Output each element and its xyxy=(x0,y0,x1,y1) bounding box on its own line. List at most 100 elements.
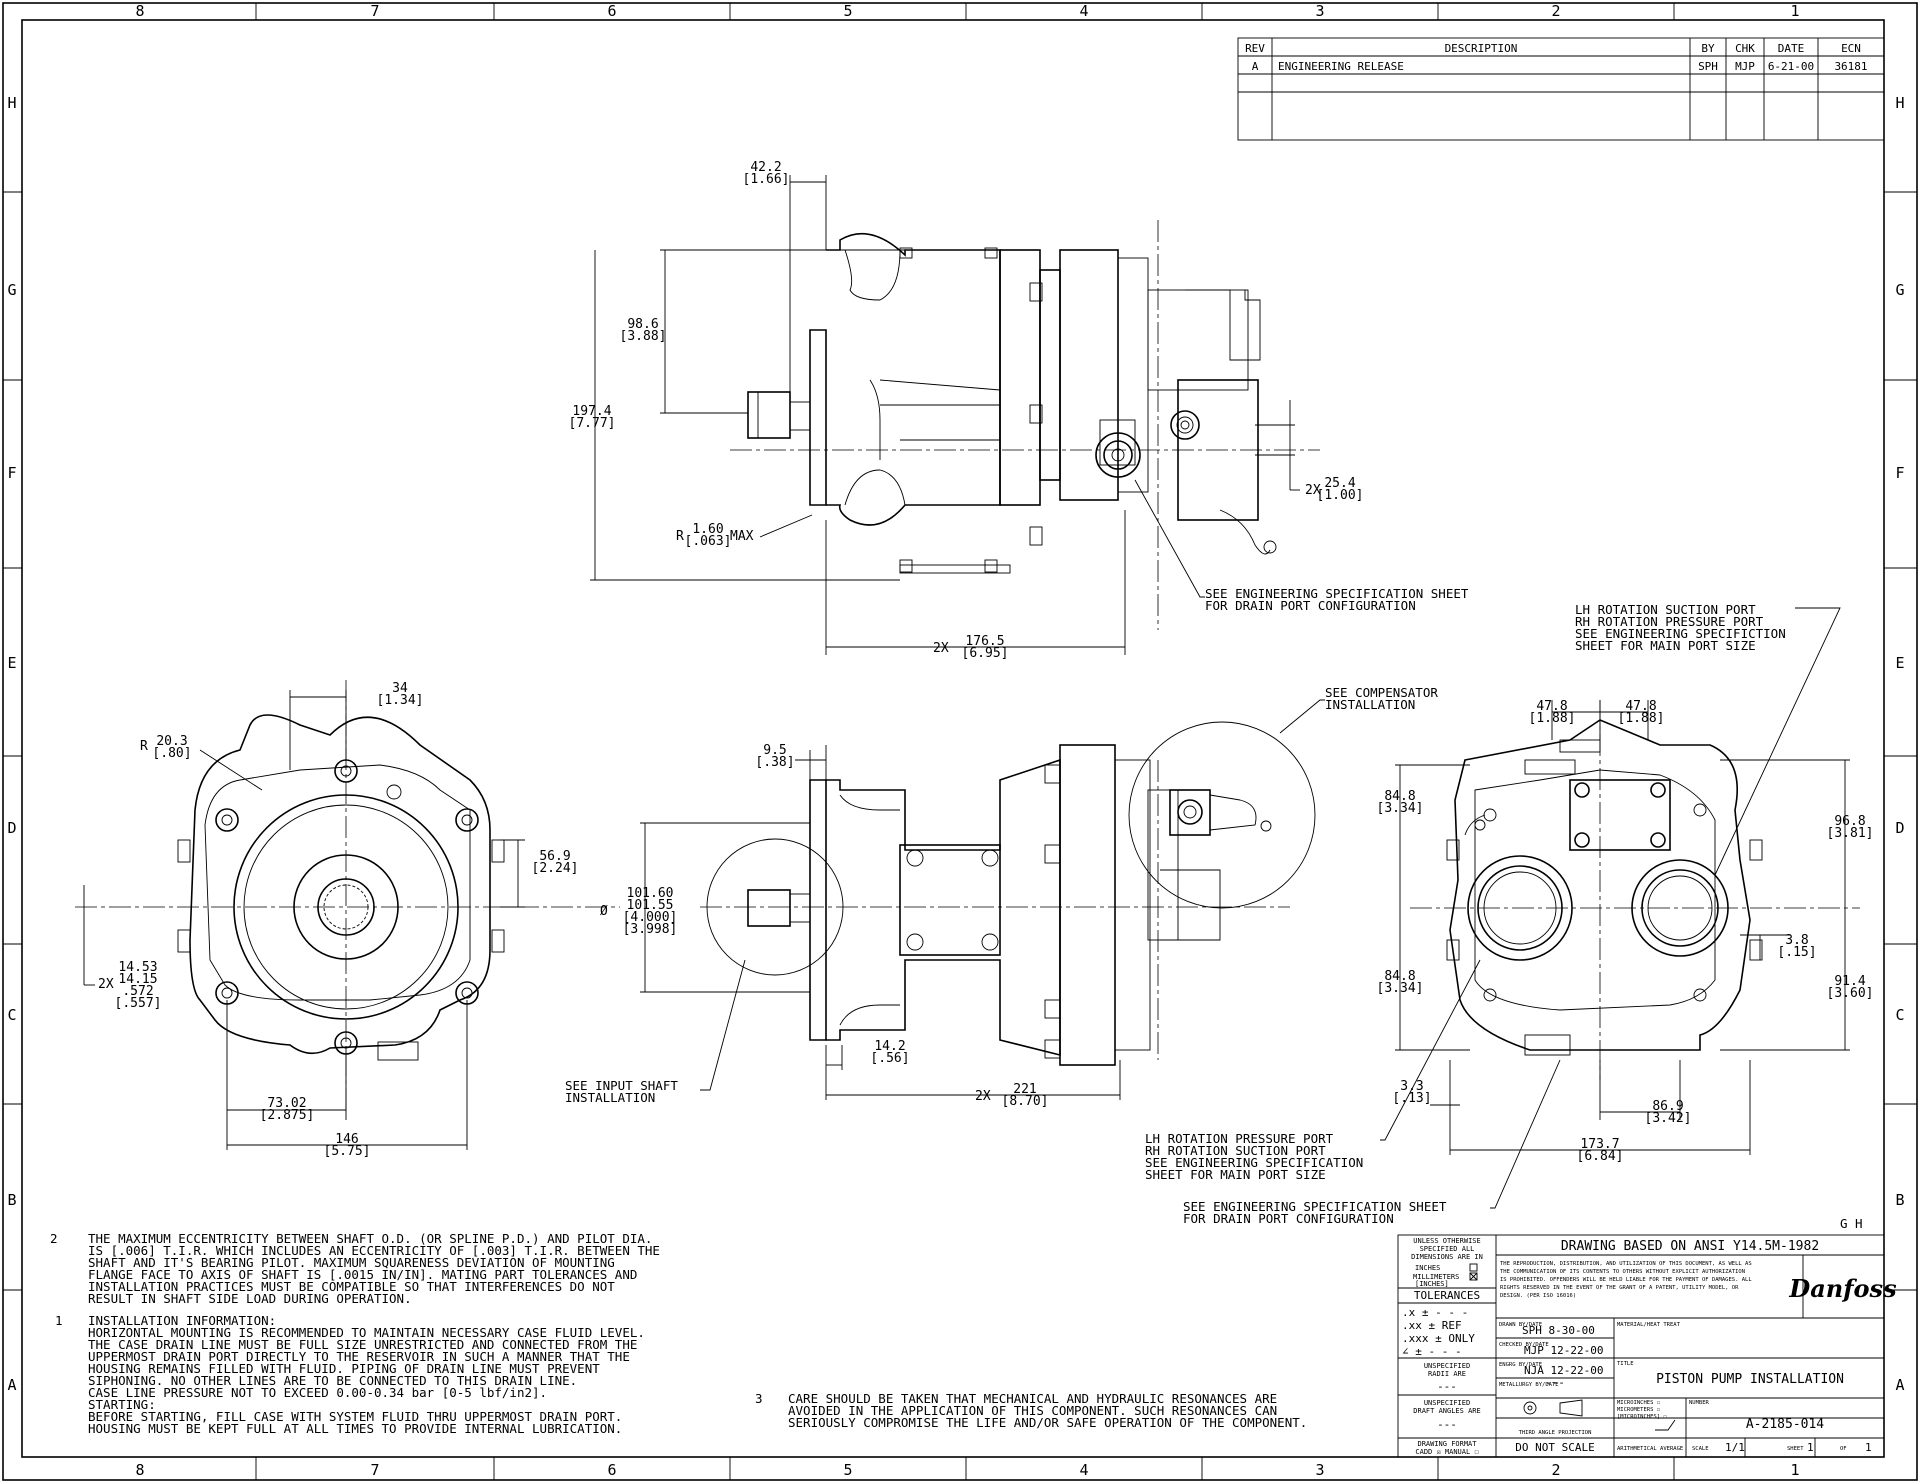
zone-row-c-left: C xyxy=(7,1006,16,1024)
tb-draft-line2: DRAFT ANGLES ARE xyxy=(1413,1407,1480,1415)
dim-r20-mm: 20.3 xyxy=(156,734,187,749)
side-view-middle-dimensions: 9.5 [.38] Ø 101.60 101.55 [4.000] [3.998… xyxy=(565,685,1438,1109)
dim-25-in: [1.00] xyxy=(1317,488,1364,503)
rear-view-right-dimensions: 47.8 [1.88] 47.8 [1.88] 84.8 [3.34] 84.8… xyxy=(1145,602,1873,1231)
pressure-callout-line1: LH ROTATION PRESSURE PORT xyxy=(1145,1131,1334,1146)
dim-25-prefix: 2X xyxy=(1305,483,1321,498)
tb-millimeters: MILLIMETERS xyxy=(1413,1273,1459,1281)
side-view-top xyxy=(730,220,1320,630)
dim-197-in: [7.77] xyxy=(569,416,616,431)
dim-848a-mm: 84.8 xyxy=(1384,789,1415,804)
drain-callout-top-line1: SEE ENGINEERING SPECIFICATION SHEET xyxy=(1205,586,1469,601)
dim-42-in: [1.66] xyxy=(743,172,790,187)
tb-checked-label: CHECKED BY/DATE xyxy=(1499,1342,1549,1348)
zone-col-2-bottom: 2 xyxy=(1551,1461,1560,1479)
tb-tolerances: TOLERANCES xyxy=(1414,1289,1480,1302)
note-1-line9: BEFORE STARTING, FILL CASE WITH SYSTEM F… xyxy=(88,1409,622,1424)
note-2-line1: THE MAXIMUM ECCENTRICITY BETWEEN SHAFT O… xyxy=(88,1231,652,1246)
zone-row-g-right: G xyxy=(1895,281,1904,299)
dim-914-mm: 91.4 xyxy=(1834,974,1865,989)
tb-tol-xxx: .xxx ± ONLY xyxy=(1402,1332,1475,1345)
note-2-line5: INSTALLATION PRACTICES MUST BE COMPATIBL… xyxy=(88,1279,615,1294)
note-1-line4: UPPERMOST DRAIN PORT DIRECTLY TO THE RES… xyxy=(88,1349,630,1364)
zone-col-2-top: 2 xyxy=(1551,2,1560,20)
zone-col-6-top: 6 xyxy=(607,2,616,20)
dim-r160-suffix: MAX xyxy=(730,529,754,544)
date-value: 6-21-00 xyxy=(1768,60,1814,73)
tb-material-label: MATERIAL/HEAT TREAT xyxy=(1617,1322,1681,1328)
zone-col-1-bottom: 1 xyxy=(1790,1461,1799,1479)
tb-radii-line2: RADII ARE xyxy=(1428,1370,1466,1378)
tb-drawn-label: DRAWN BY/DATE xyxy=(1499,1322,1542,1328)
tb-of-value: 1 xyxy=(1865,1441,1872,1454)
zone-row-d-right: D xyxy=(1895,819,1904,837)
dim-848b-mm: 84.8 xyxy=(1384,969,1415,984)
tb-do-not-scale: DO NOT SCALE xyxy=(1515,1441,1594,1454)
zone-col-6-bottom: 6 xyxy=(607,1461,616,1479)
note-1-number: 1 xyxy=(55,1313,63,1328)
dim-56-in: [2.24] xyxy=(532,861,579,876)
tb-engrg-value: NJA 12-22-00 xyxy=(1524,1364,1603,1377)
description-value: ENGINEERING RELEASE xyxy=(1278,60,1404,73)
ecn-value: 36181 xyxy=(1834,60,1867,73)
zone-col-7-top: 7 xyxy=(370,2,379,20)
zone-row-f-right: F xyxy=(1895,464,1904,482)
suction-callout-line2: RH ROTATION PRESSURE PORT xyxy=(1575,614,1764,629)
comp-callout-line1: SEE COMPENSATOR xyxy=(1325,685,1438,700)
front-view-left xyxy=(75,680,620,1110)
note-2-line6: RESULT IN SHAFT SIDE LOAD DURING OPERATI… xyxy=(88,1291,412,1306)
tb-tol-x: .x ± - - - xyxy=(1402,1306,1468,1319)
dim-176-prefix: 2X xyxy=(933,641,949,656)
dim-14-c: .572 xyxy=(122,984,153,999)
dim-r20-in: [.80] xyxy=(152,746,191,761)
description-header: DESCRIPTION xyxy=(1445,42,1518,55)
zone-col-8-bottom: 8 xyxy=(135,1461,144,1479)
tb-drawn-value: SPH 8-30-00 xyxy=(1522,1324,1595,1337)
tb-legal-line2: THE COMMUNICATION OF ITS CONTENTS TO OTH… xyxy=(1500,1269,1745,1275)
dim-848a-in: [3.34] xyxy=(1377,801,1424,816)
dim-34-mm: 34 xyxy=(392,681,408,696)
by-header: BY xyxy=(1701,42,1715,55)
suction-callout-line4: SHEET FOR MAIN PORT SIZE xyxy=(1575,638,1756,653)
note-3-line1: CARE SHOULD BE TAKEN THAT MECHANICAL AND… xyxy=(788,1391,1277,1406)
dim-14-a: 14.53 xyxy=(118,960,157,975)
tb-units-line2: MICROMETERS ☐ xyxy=(1617,1407,1661,1413)
tb-unless-line1: UNLESS OTHERWISE xyxy=(1413,1237,1480,1245)
dim-dia-c: [4.000] xyxy=(623,910,678,925)
tb-inches: INCHES xyxy=(1415,1264,1440,1272)
note-2-line3: SHAFT AND IT'S BEARING PILOT. MAXIMUM SQ… xyxy=(88,1255,615,1270)
zone-row-h-left: H xyxy=(7,94,16,112)
note-1-line10: HOUSING MUST BE KEPT FULL AT ALL TIMES T… xyxy=(88,1421,622,1436)
dim-1737-in: [6.84] xyxy=(1577,1149,1624,1164)
note-1-line2: HORIZONTAL MOUNTING IS RECOMMENDED TO MA… xyxy=(88,1325,645,1340)
drawing-title: PISTON PUMP INSTALLATION xyxy=(1656,1372,1844,1387)
date-header: DATE xyxy=(1778,42,1805,55)
shaft-callout-line1: SEE INPUT SHAFT xyxy=(565,1078,678,1093)
suction-callout-line3: SEE ENGINEERING SPECIFICTION xyxy=(1575,626,1786,641)
dim-14-d: [.557] xyxy=(115,996,162,1011)
dim-478b-mm: 47.8 xyxy=(1625,699,1656,714)
zone-row-b-left: B xyxy=(7,1191,16,1209)
tb-scale-value: 1/1 xyxy=(1725,1441,1745,1454)
dim-38-mm: 3.8 xyxy=(1785,933,1808,948)
dim-221-in: [8.70] xyxy=(1002,1094,1049,1109)
tb-metallurgy-value: --- xyxy=(1545,1376,1565,1389)
zone-col-4-top: 4 xyxy=(1079,2,1088,20)
zone-col-3-bottom: 3 xyxy=(1315,1461,1324,1479)
tb-legal-line5: DESIGN. (PER ISO 16016) xyxy=(1500,1293,1576,1299)
dim-r160-prefix: R xyxy=(676,529,684,544)
tb-draft-value: --- xyxy=(1437,1418,1457,1431)
danfoss-logo: Danfoss xyxy=(1788,1274,1897,1303)
dim-848b-in: [3.34] xyxy=(1377,981,1424,996)
zone-row-f-left: F xyxy=(7,464,16,482)
dim-14-prefix: 2X xyxy=(98,977,114,992)
dim-r160-in: [.063] xyxy=(685,534,732,549)
dim-34-in: [1.34] xyxy=(377,693,424,708)
zone-row-h-right: H xyxy=(1895,94,1904,112)
side-view-middle xyxy=(700,721,1316,1066)
zone-row-e-left: E xyxy=(7,654,16,672)
zone-row-b-right: B xyxy=(1895,1191,1904,1209)
dim-221-mm: 221 xyxy=(1013,1082,1036,1097)
